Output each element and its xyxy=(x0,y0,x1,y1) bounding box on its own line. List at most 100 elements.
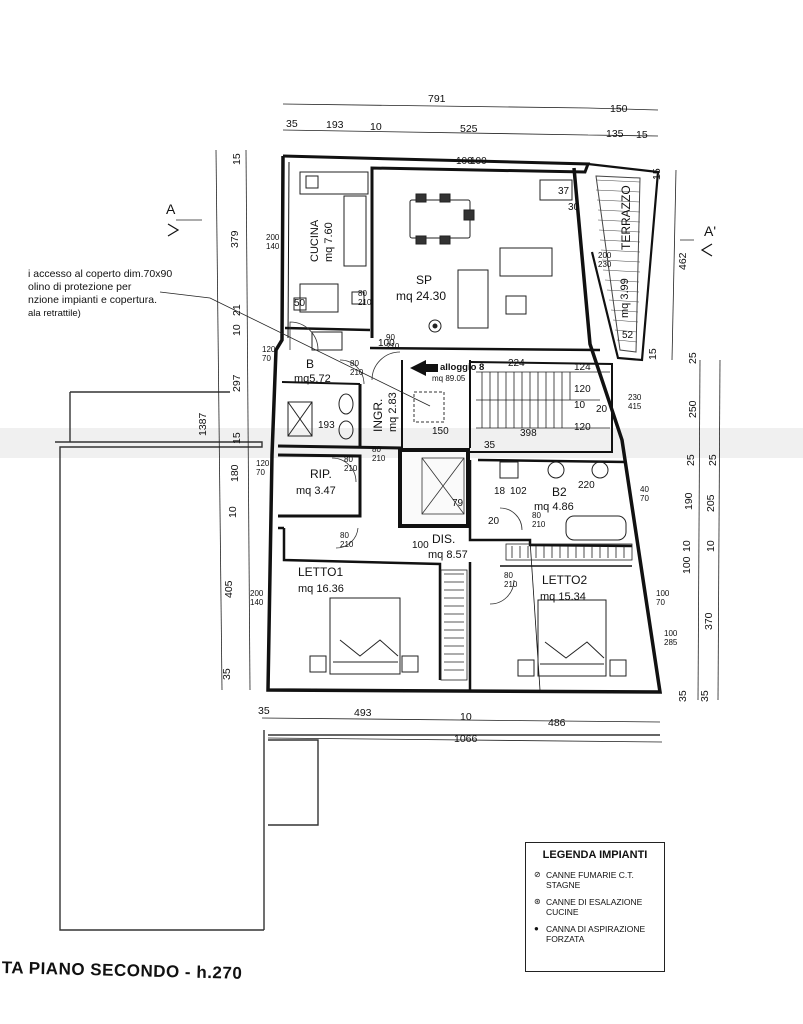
room-sp-name: SP xyxy=(416,273,432,287)
dim-10: 10 xyxy=(574,400,586,411)
dim-left-35: 35 xyxy=(221,668,233,680)
dim-top-c: 10 xyxy=(370,121,382,133)
room-b-area: mq5.72 xyxy=(294,373,331,385)
kitchen-exhaust-icon: ⊛ xyxy=(534,897,541,906)
living-furniture xyxy=(409,179,573,333)
dim-120: 120 xyxy=(574,384,591,395)
room-cucina-area: mq 7.60 xyxy=(323,222,335,262)
dim-102: 102 xyxy=(510,486,527,497)
room-ingr-name: INGR. xyxy=(371,399,385,432)
legend-title: LEGENDA IMPIANTI xyxy=(542,849,648,861)
dim-bottom-d: 486 xyxy=(548,717,566,729)
dim-100a: 100 xyxy=(378,338,395,349)
alloggio-label: alloggio 8 xyxy=(440,362,484,373)
dim-left-15b: 15 xyxy=(231,153,243,165)
dimension-labels: 791 150 35 193 10 525 135 15 35 493 10 4… xyxy=(197,93,719,745)
wardrobes xyxy=(440,543,633,681)
dim-top-f: 15 xyxy=(636,129,648,141)
note-line-4: ala retrattile) xyxy=(28,308,81,319)
dim-top-total: 791 xyxy=(428,93,446,105)
dim-224: 224 xyxy=(508,358,525,369)
room-letto2-name: LETTO2 xyxy=(542,573,587,587)
dim-left-379: 379 xyxy=(229,230,241,248)
terrace-hatch xyxy=(595,175,641,353)
legend-panel: LEGENDA IMPIANTI ⊘ CANNE FUMARIE C.T. ST… xyxy=(525,842,665,972)
dim-79: 79 xyxy=(452,498,464,509)
dimension-lines xyxy=(176,103,721,743)
dim-18: 18 xyxy=(494,486,506,497)
room-b2-area: mq 4.86 xyxy=(534,501,574,513)
section-a-prime-icon xyxy=(700,243,713,257)
lift-shaft xyxy=(421,457,465,515)
dim-right-370: 370 xyxy=(703,612,715,630)
staircase xyxy=(476,371,610,429)
note-line-1: i accesso al coperto dim.70x90 xyxy=(28,268,173,280)
legend-item: ⊛ CANNE DI ESALAZIONE CUCINE xyxy=(534,897,656,917)
room-b2-name: B2 xyxy=(552,485,567,499)
dim-120b: 120 xyxy=(574,422,591,433)
section-a-prime-label: A' xyxy=(704,223,716,239)
lower-footprint xyxy=(55,391,660,931)
alloggio-area: mq 89.05 xyxy=(432,374,466,383)
room-terrazzo-area: mq 3.99 xyxy=(619,278,631,318)
dim-50: 50 xyxy=(294,298,306,309)
kitchen-furniture xyxy=(293,171,369,313)
dim-right-25a: 25 xyxy=(687,352,699,364)
room-rip-area: mq 3.47 xyxy=(296,485,336,497)
dim-left-21: 21 xyxy=(231,304,243,316)
dim-left-297: 297 xyxy=(231,374,243,392)
dim-100d: 100 xyxy=(470,156,487,167)
note-line-3: nzione impianti e copertura. xyxy=(28,294,157,306)
dim-bottom-a: 35 xyxy=(258,705,270,717)
room-terrazzo-name: TERRAZZO xyxy=(619,185,633,250)
dim-52: 52 xyxy=(622,330,634,341)
dim-37: 37 xyxy=(558,186,570,197)
dim-right-25b: 25 xyxy=(685,454,697,466)
dim-20b: 20 xyxy=(488,516,500,527)
dim-left-405: 405 xyxy=(223,580,235,598)
dim-right-205: 205 xyxy=(705,494,717,512)
dim-left-10b: 10 xyxy=(227,506,239,518)
dim-35: 35 xyxy=(484,440,496,451)
room-letto2-area: mq 15.34 xyxy=(540,591,586,603)
dim-left-total: 1387 xyxy=(197,412,209,436)
dim-100b: 100 xyxy=(412,540,429,551)
roof-hatch xyxy=(413,391,445,423)
section-markers: A A' xyxy=(166,201,716,257)
section-a-label: A xyxy=(166,201,176,217)
internal-dims: 100 224 124 120 10 20 398 35 150 193 50 … xyxy=(294,156,634,551)
dim-193: 193 xyxy=(318,420,335,431)
bed-letto1 xyxy=(309,597,419,675)
room-b-name: B xyxy=(306,357,314,371)
dim-bottom-c: 10 xyxy=(460,711,472,723)
dim-100c: 100 xyxy=(456,156,473,167)
dim-right-35b: 35 xyxy=(699,690,711,702)
dim-top-terrace: 150 xyxy=(610,103,628,115)
dim-right-35a: 35 xyxy=(677,690,689,702)
room-letto1-name: LETTO1 xyxy=(298,565,343,579)
dim-right-190: 190 xyxy=(683,492,695,510)
note-line-2: olino di protezione per xyxy=(28,281,132,293)
section-a-icon xyxy=(167,223,180,237)
dim-right-100: 100 xyxy=(681,556,693,574)
roof-access-note: i accesso al coperto dim.70x90 olino di … xyxy=(28,268,172,320)
legend-item: ⊘ CANNE FUMARIE C.T. STAGNE xyxy=(534,870,656,890)
dim-left-10a: 10 xyxy=(231,324,243,336)
dim-30: 30 xyxy=(568,202,580,213)
legend-item: ● CANNA DI ASPIRAZIONE FORZATA xyxy=(534,924,656,944)
dim-220: 220 xyxy=(578,480,595,491)
